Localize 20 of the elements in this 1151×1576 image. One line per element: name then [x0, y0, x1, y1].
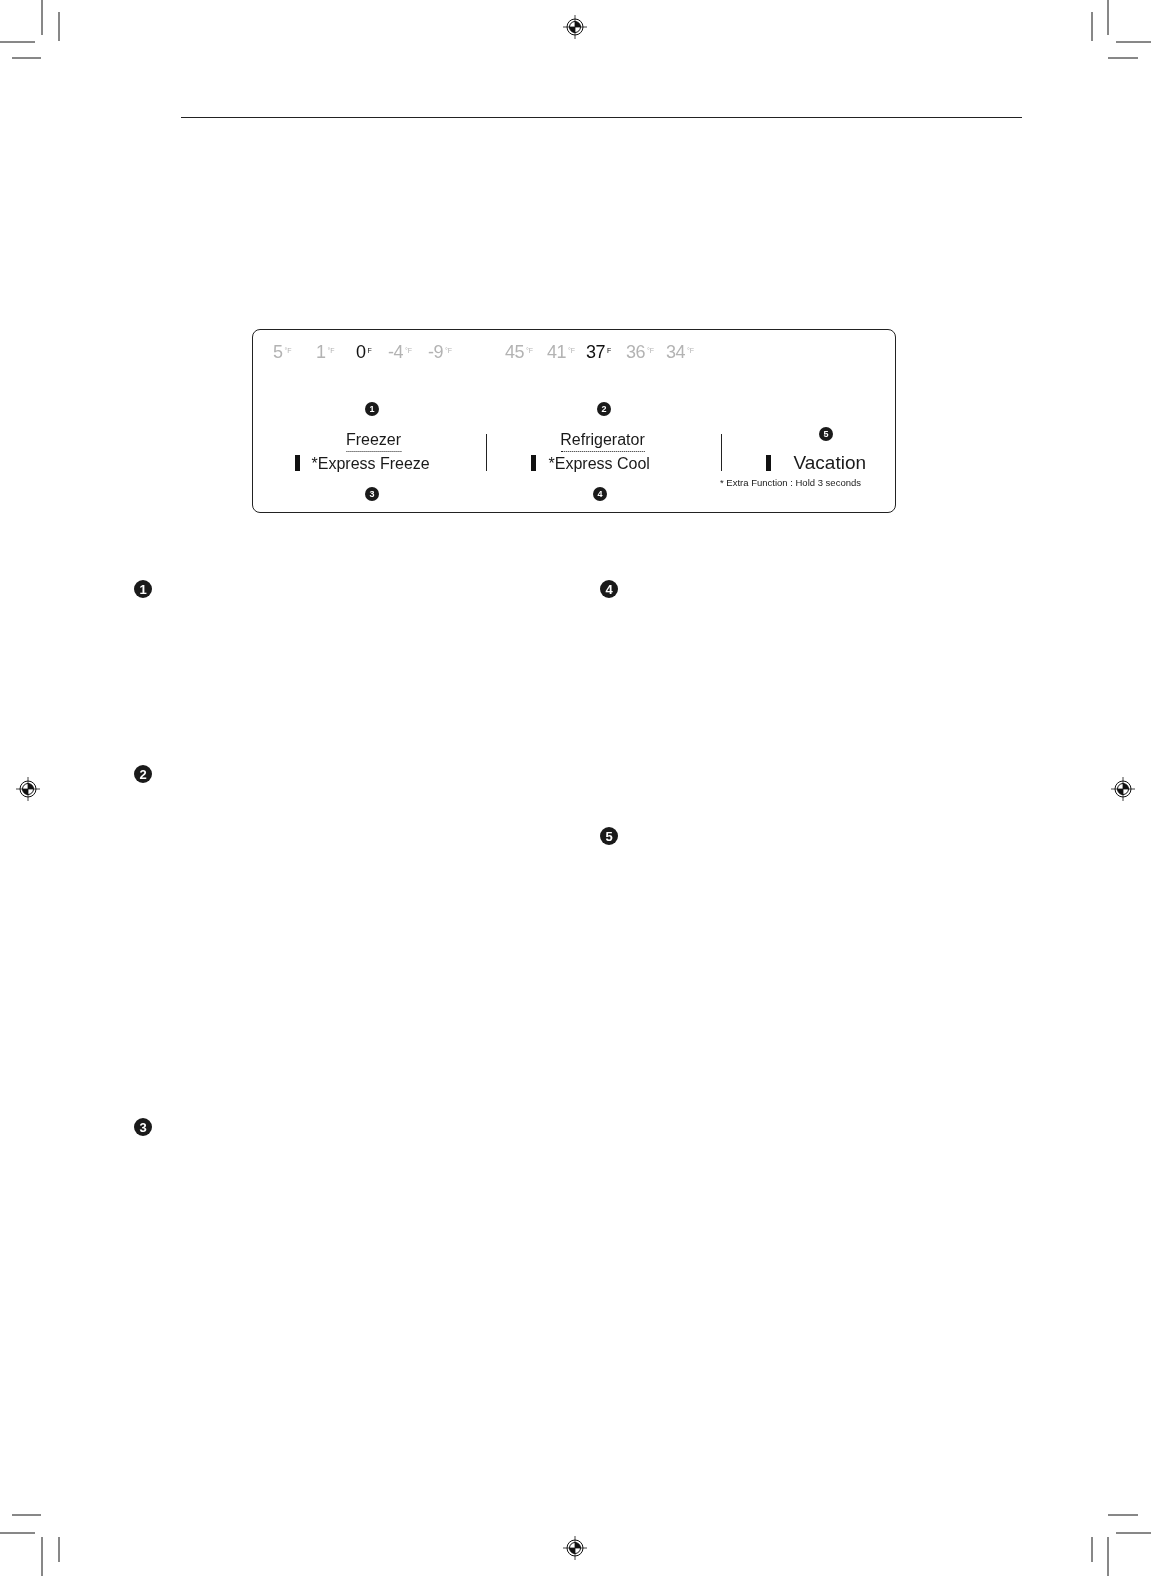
zone-label: Refrigerator [560, 430, 645, 452]
callout-number: 2 [597, 402, 611, 416]
temperature-reading: 1$^{°F}$ [316, 342, 335, 362]
footnote: * Extra Function : Hold 3 seconds [720, 477, 861, 489]
callout-number: 2 [134, 765, 152, 783]
callout-number: 5 [600, 827, 618, 845]
callout-number: 3 [365, 487, 379, 501]
mode-label: Vacation [793, 451, 867, 473]
callout-number: 1 [365, 402, 379, 416]
temperature-reading: 37$^{F}$ [586, 342, 612, 362]
callout-number: 4 [600, 580, 618, 598]
function-label: *Express Cool [548, 454, 650, 473]
callout-number: 5 [819, 427, 833, 441]
temperature-reading: 5$^{°F}$ [273, 342, 292, 362]
callout-number: 4 [593, 487, 607, 501]
temperature-reading: 0$^{F}$ [356, 342, 372, 362]
zone-label: Freezer [345, 430, 402, 452]
function-label: *Express Freeze [311, 454, 430, 473]
callout-number: 1 [134, 580, 152, 598]
callout-number: 3 [134, 1118, 152, 1136]
